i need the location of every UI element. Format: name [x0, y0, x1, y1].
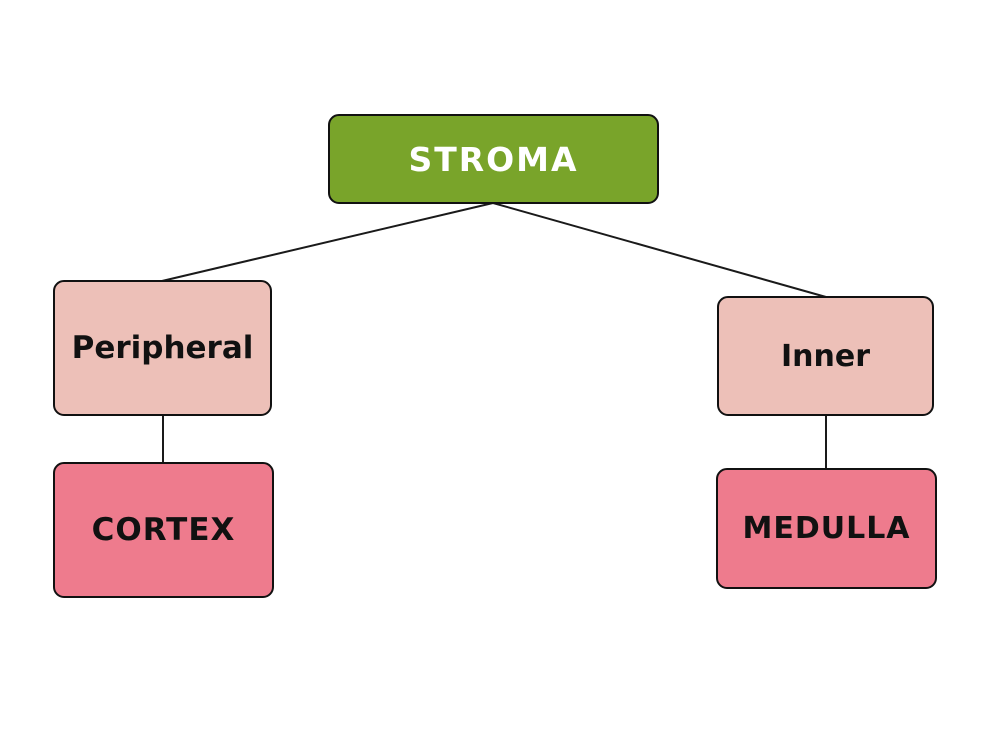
node-stroma-label: STROMA — [408, 139, 579, 179]
node-peripheral: Peripheral — [53, 280, 272, 416]
node-cortex-label: CORTEX — [91, 512, 236, 548]
node-inner: Inner — [717, 296, 934, 416]
node-peripheral-label: Peripheral — [71, 330, 254, 366]
node-stroma: STROMA — [328, 114, 659, 204]
edge-stroma-peripheral — [161, 202, 494, 282]
node-medulla: MEDULLA — [716, 468, 937, 589]
node-cortex: CORTEX — [53, 462, 274, 598]
edge-stroma-inner — [492, 202, 827, 298]
node-medulla-label: MEDULLA — [742, 511, 911, 546]
node-inner-label: Inner — [780, 338, 871, 374]
